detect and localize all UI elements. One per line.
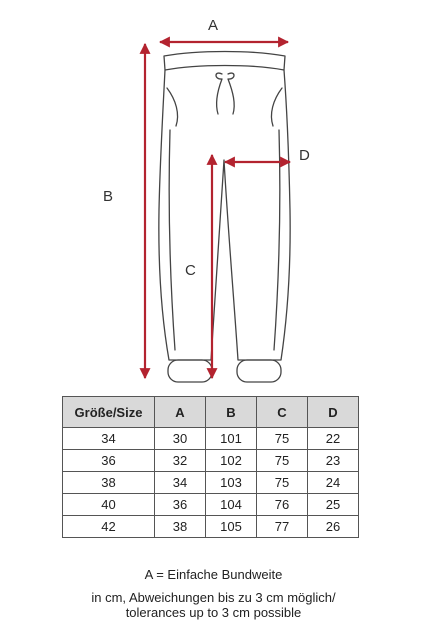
- table-cell: 101: [205, 427, 257, 450]
- table-cell: 32: [154, 449, 206, 472]
- pants-measurement-diagram: A B C D: [103, 17, 310, 383]
- left-side-seam: [168, 129, 176, 351]
- table-cell: 103: [205, 471, 257, 494]
- table-cell: 24: [307, 471, 359, 494]
- left-pocket: [166, 87, 179, 127]
- table-cell: 25: [307, 493, 359, 516]
- table-cell: 77: [256, 515, 308, 538]
- header-size: Größe/Size: [62, 396, 155, 428]
- table-row: 38 34 103 75 24: [62, 471, 359, 494]
- tolerance-note-en: tolerances up to 3 cm possible: [125, 605, 302, 620]
- tolerance-note-de: in cm, Abweichungen bis zu 3 cm möglich/: [91, 590, 336, 605]
- table-cell: 38: [154, 515, 206, 538]
- table-cell: 34: [62, 427, 155, 450]
- table-row: 40 36 104 76 25: [62, 493, 359, 516]
- pants-illustration: [158, 50, 291, 383]
- table-cell: 104: [205, 493, 257, 516]
- table-cell: 102: [205, 449, 257, 472]
- table-cell: 76: [256, 493, 308, 516]
- table-cell: 30: [154, 427, 206, 450]
- right-side-seam: [273, 129, 281, 351]
- table-cell: 75: [256, 427, 308, 450]
- drawstring: [215, 72, 235, 115]
- table-row: 42 38 105 77 26: [62, 515, 359, 538]
- table-row: 36 32 102 75 23: [62, 449, 359, 472]
- right-pocket: [270, 87, 283, 127]
- waistband: [163, 50, 286, 71]
- table-cell: 40: [62, 493, 155, 516]
- table-cell: 75: [256, 471, 308, 494]
- header-d: D: [307, 396, 359, 428]
- right-cuff: [236, 359, 282, 383]
- left-cuff: [167, 359, 213, 383]
- legend-a-note: A = Einfache Bundweite: [144, 567, 283, 582]
- label-d: D: [299, 147, 310, 164]
- table-cell: 42: [62, 515, 155, 538]
- table-cell: 36: [62, 449, 155, 472]
- header-b: B: [205, 396, 257, 428]
- pants-body: [158, 69, 291, 361]
- table-cell: 22: [307, 427, 359, 450]
- label-c: C: [185, 262, 196, 279]
- table-cell: 38: [62, 471, 155, 494]
- table-header-row: Größe/Size A B C D: [62, 396, 359, 428]
- table-row: 34 30 101 75 22: [62, 427, 359, 450]
- header-c: C: [256, 396, 308, 428]
- size-table: Größe/Size A B C D 34 30 101 75 22 36 32…: [62, 396, 359, 538]
- table-cell: 26: [307, 515, 359, 538]
- table-cell: 36: [154, 493, 206, 516]
- header-a: A: [154, 396, 206, 428]
- label-b: B: [103, 188, 113, 205]
- label-a: A: [208, 17, 218, 34]
- table-cell: 23: [307, 449, 359, 472]
- table-cell: 105: [205, 515, 257, 538]
- table-cell: 34: [154, 471, 206, 494]
- table-cell: 75: [256, 449, 308, 472]
